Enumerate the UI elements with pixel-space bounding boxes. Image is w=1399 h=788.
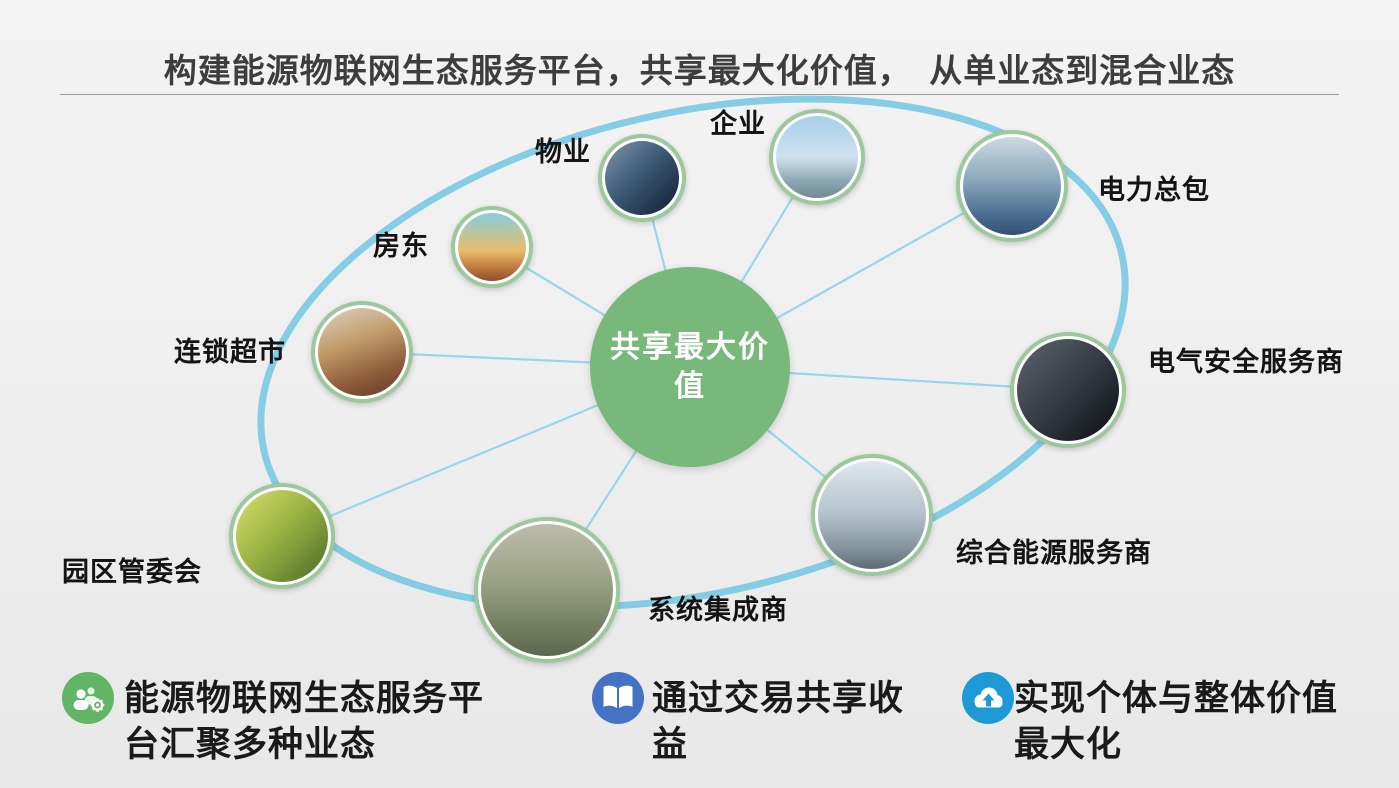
label-landlord: 房东 [373, 231, 429, 261]
colorful-town-buildings-photo [458, 213, 526, 281]
node-integrated-energy-provider [811, 454, 933, 576]
node-electrical-safety-provider [1010, 332, 1126, 448]
aerial-parking-lot-photo [481, 524, 613, 656]
ecosystem-ellipse [257, 95, 1129, 611]
label-property-management: 物业 [535, 137, 591, 167]
legend-text-trade-sharing: 通过交易共享收益 [652, 679, 905, 765]
legend-text-ecosystem: 能源物联网生态服务平台汇聚多种业态 [124, 679, 485, 765]
title-divider [60, 94, 1339, 95]
node-park-committee [229, 483, 335, 589]
label-park-committee: 园区管委会 [62, 557, 202, 587]
hand-holding-phone-photo [605, 141, 679, 215]
center-value-circle: 共享最大价 值 [590, 267, 790, 467]
node-property-management [598, 134, 686, 222]
open-book-icon [592, 672, 644, 724]
node-landlord [451, 206, 533, 288]
node-enterprise [769, 109, 865, 205]
node-system-integrator [474, 517, 620, 663]
node-power-contractor [956, 130, 1068, 242]
label-electrical-safety-provider: 电气安全服务商 [1148, 347, 1344, 377]
slide-title: 构建能源物联网生态服务平台，共享最大化价值， 从单业态到混合业态 [163, 52, 1236, 89]
center-value-line1: 共享最大价 [610, 331, 770, 364]
team-gear-icon [62, 672, 114, 724]
office-building-photo [776, 116, 858, 198]
electrician-worker-photo [963, 137, 1061, 235]
center-value-line2: 值 [674, 370, 706, 403]
label-integrated-energy-provider: 综合能源服务商 [956, 538, 1152, 568]
label-chain-supermarket: 连锁超市 [174, 337, 286, 367]
label-system-integrator: 系统集成商 [648, 595, 788, 625]
cloud-upload-icon [962, 672, 1014, 724]
legend-text-value-maximization: 实现个体与整体价值最大化 [1014, 679, 1339, 765]
label-enterprise: 企业 [710, 109, 766, 139]
dark-industrial-workshop-photo [1017, 339, 1119, 441]
building-with-clock-photo [818, 461, 926, 569]
node-chain-supermarket [311, 301, 413, 403]
supermarket-shelves-photo [318, 308, 406, 396]
label-power-contractor: 电力总包 [1098, 175, 1210, 205]
industrial-park-market-photo [236, 490, 328, 582]
